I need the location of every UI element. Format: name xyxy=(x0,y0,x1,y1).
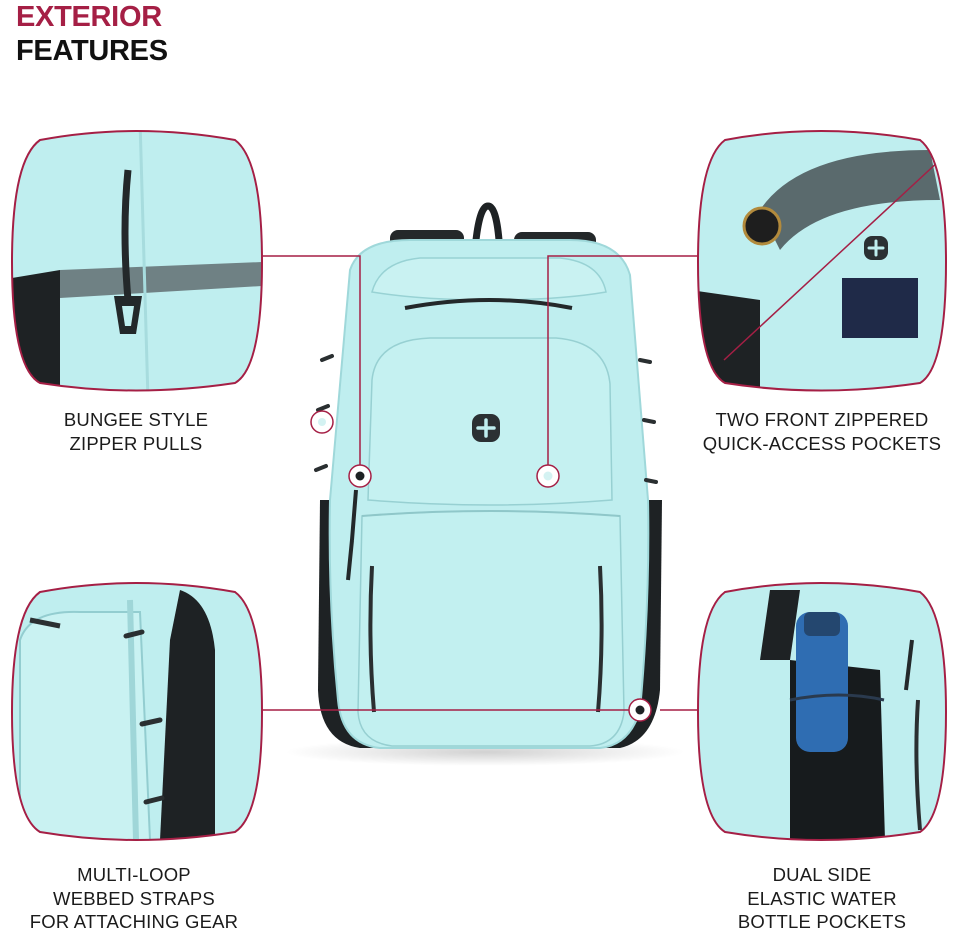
caption-line: MULTI-LOOP xyxy=(77,864,191,885)
caption-side-pockets: DUAL SIDE ELASTIC WATER BOTTLE POCKETS xyxy=(722,863,922,934)
right-bungee-cord xyxy=(596,565,604,713)
detail-front-pockets xyxy=(698,131,946,391)
caption-line: ZIPPER PULLS xyxy=(69,432,203,454)
title-line-features: FEATURES xyxy=(16,35,168,67)
detail-frame-front-pockets xyxy=(696,130,948,392)
side-webbing xyxy=(314,354,658,484)
title-line-exterior: EXTERIOR xyxy=(16,1,162,33)
caption-line: TWO FRONT ZIPPERED xyxy=(715,409,929,430)
detail-frame-bottle-pockets xyxy=(696,582,948,841)
top-handle xyxy=(472,202,503,241)
detail-frame-webbed-straps xyxy=(10,582,264,841)
page-title: EXTERIOR FEATURES xyxy=(16,0,168,68)
caption-zipper-pulls: BUNGEE STYLE ZIPPER PULLS xyxy=(36,408,236,455)
caption-line: FOR ATTACHING GEAR xyxy=(29,911,239,932)
caption-line: ELASTIC WATER xyxy=(747,887,897,909)
caption-line: WEBBED STRAPS xyxy=(53,887,215,909)
callout-lines xyxy=(262,255,698,711)
top-pocket xyxy=(371,257,607,301)
top-zipper xyxy=(404,298,573,310)
zipper-pull xyxy=(346,489,358,581)
left-bungee-cord xyxy=(368,565,376,713)
detail-zipper-pulls xyxy=(12,131,262,391)
detail-webbed-straps xyxy=(12,583,262,840)
detail-frame-zipper-pulls xyxy=(10,130,264,392)
caption-line: QUICK-ACCESS POCKETS xyxy=(702,432,942,454)
caption-front-pockets: TWO FRONT ZIPPERED QUICK-ACCESS POCKETS xyxy=(700,408,944,455)
caption-webbed-straps: MULTI-LOOP WEBBED STRAPS FOR ATTACHING G… xyxy=(20,863,248,934)
detail-bottle-pockets xyxy=(698,583,946,840)
caption-line: DUAL SIDE xyxy=(772,864,872,885)
callout-markers xyxy=(310,410,652,722)
backpack-main xyxy=(314,202,662,749)
caption-line: BOTTLE POCKETS xyxy=(737,911,907,932)
caption-line: BUNGEE STYLE xyxy=(63,409,209,430)
